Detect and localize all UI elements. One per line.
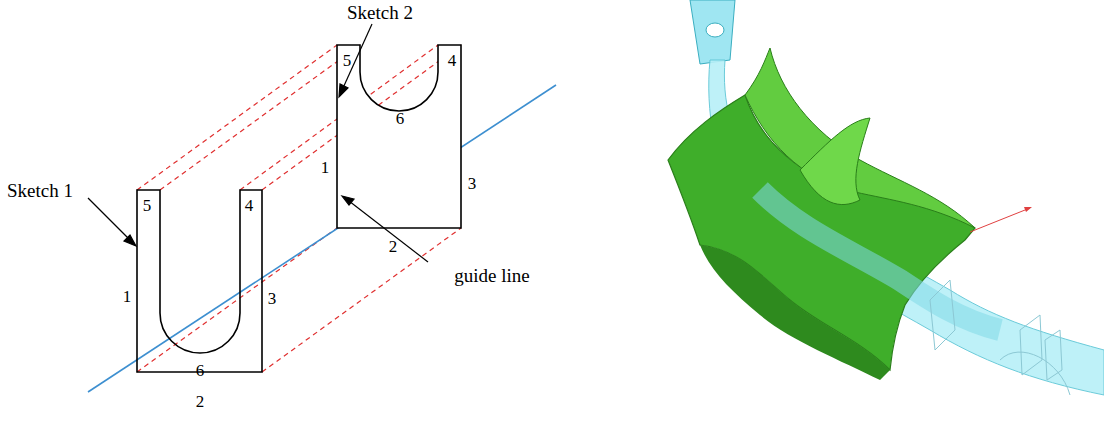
callout-number: 6 <box>396 110 405 127</box>
guide-line-label: guide line <box>454 266 529 285</box>
callout-number: 4 <box>448 52 457 69</box>
callout-number: 3 <box>268 290 277 307</box>
callout-number: 3 <box>468 175 477 192</box>
callout-number: 1 <box>321 159 330 176</box>
sketch-label: Sketch 1 <box>7 181 73 200</box>
callout-number: 6 <box>196 362 205 379</box>
callout-number: 4 <box>245 197 254 214</box>
callout-number: 2 <box>389 238 398 255</box>
sketch-label: Sketch 2 <box>347 3 413 22</box>
callout-number: 1 <box>123 288 132 305</box>
callout-number: 2 <box>196 393 205 410</box>
callout-number: 5 <box>143 197 152 214</box>
callout-number: 5 <box>343 52 352 69</box>
